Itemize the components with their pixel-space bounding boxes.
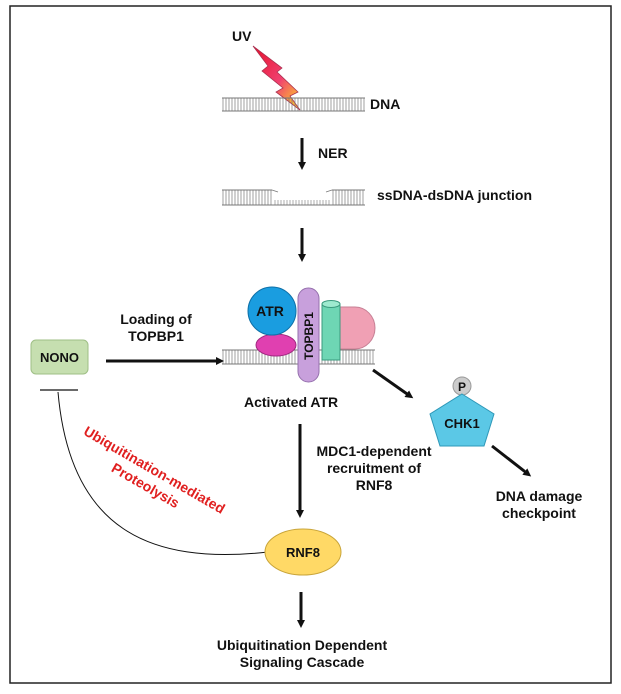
- cascade-label: Ubiquitination Dependent Signaling Casca…: [190, 637, 414, 671]
- dna-label: DNA: [370, 96, 401, 112]
- junction-label: ssDNA-dsDNA junction: [377, 187, 533, 203]
- teal-protein: [321, 300, 341, 361]
- atr-to-chk1-arrow: [372, 368, 414, 399]
- uv-label: UV: [232, 28, 252, 44]
- uv-lightning-icon: [252, 45, 301, 111]
- ubiquitination-label-group: Ubiquitination-mediated Proteolysis: [81, 423, 228, 517]
- rnf8-label: RNF8: [286, 545, 320, 560]
- cascade-label-line2: Signaling Cascade: [239, 654, 365, 670]
- mdc1-label-line1: MDC1-dependent: [316, 443, 432, 459]
- loading-label-line1: Loading of: [120, 311, 192, 327]
- figure-border: [9, 5, 612, 684]
- chk1-to-checkpoint-arrow: [491, 444, 532, 477]
- inhibition-curve: [57, 391, 269, 555]
- nono-label: NONO: [40, 350, 79, 365]
- p-label: P: [458, 380, 466, 394]
- checkpoint-label: DNA damage checkpoint: [484, 488, 594, 522]
- atr-label: ATR: [256, 303, 284, 319]
- rnf8-protein: [264, 528, 342, 576]
- topbp1-label: TOPBP1: [302, 312, 316, 360]
- chk1-label: CHK1: [444, 416, 479, 431]
- dna-duplex: [222, 97, 365, 112]
- loading-label-line2: TOPBP1: [128, 328, 184, 344]
- checkpoint-label-line2: checkpoint: [502, 505, 576, 521]
- nono-protein: [30, 339, 89, 375]
- atr-partner-protein: [255, 333, 297, 357]
- topbp1-protein: [297, 287, 320, 383]
- ner-label: NER: [318, 145, 348, 161]
- checkpoint-label-line1: DNA damage: [495, 488, 583, 504]
- mdc1-label-line3: RNF8: [355, 477, 393, 493]
- pink-protein: [335, 306, 376, 350]
- loading-label: Loading of TOPBP1: [100, 311, 212, 345]
- activated-atr-label: Activated ATR: [244, 394, 339, 410]
- mdc1-label: MDC1-dependent recruitment of RNF8: [306, 443, 442, 494]
- ubiquitination-label-line1: Ubiquitination-mediated: [81, 423, 228, 517]
- atr-protein: [247, 286, 297, 336]
- cascade-label-line1: Ubiquitination Dependent: [216, 637, 388, 653]
- chk1-protein: [429, 393, 495, 447]
- mdc1-label-line2: recruitment of: [326, 460, 422, 476]
- ssdna-dsdna-junction: [222, 189, 365, 206]
